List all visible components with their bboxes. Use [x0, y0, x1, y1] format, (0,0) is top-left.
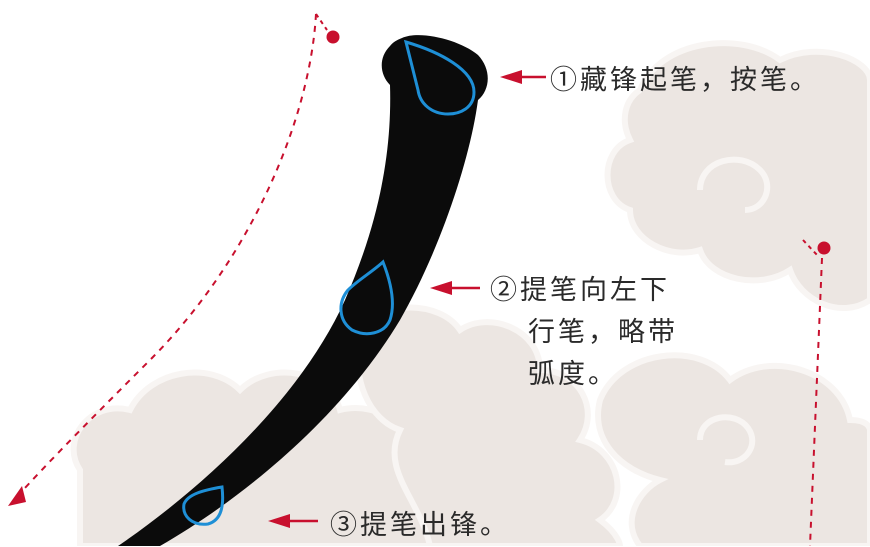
step-2-line-2: 行笔，略带 [528, 317, 678, 348]
teardrop-icon [403, 39, 476, 116]
guide-dot-right [817, 241, 831, 255]
next-stroke-guide [802, 239, 831, 546]
step-3-note: ③提笔出锋。 [330, 510, 510, 541]
step-2-line-1: ②提笔向左下 [490, 275, 670, 306]
teardrop-icon [339, 259, 394, 336]
stroke-direction-guide [8, 13, 340, 506]
step-2-note: ②提笔向左下 行笔，略带 弧度。 [490, 270, 678, 396]
cloud-background [70, 40, 870, 546]
left-arrow-icon [430, 281, 480, 295]
step-1-note: ①藏锋起笔，按笔。 [550, 65, 820, 96]
teardrop-icon [182, 485, 225, 526]
guide-start-dot [326, 30, 340, 44]
left-arrow-icon [268, 514, 318, 528]
step-2-line-3: 弧度。 [528, 359, 618, 390]
left-arrow-icon [500, 70, 546, 84]
brush-stroke [118, 35, 488, 546]
